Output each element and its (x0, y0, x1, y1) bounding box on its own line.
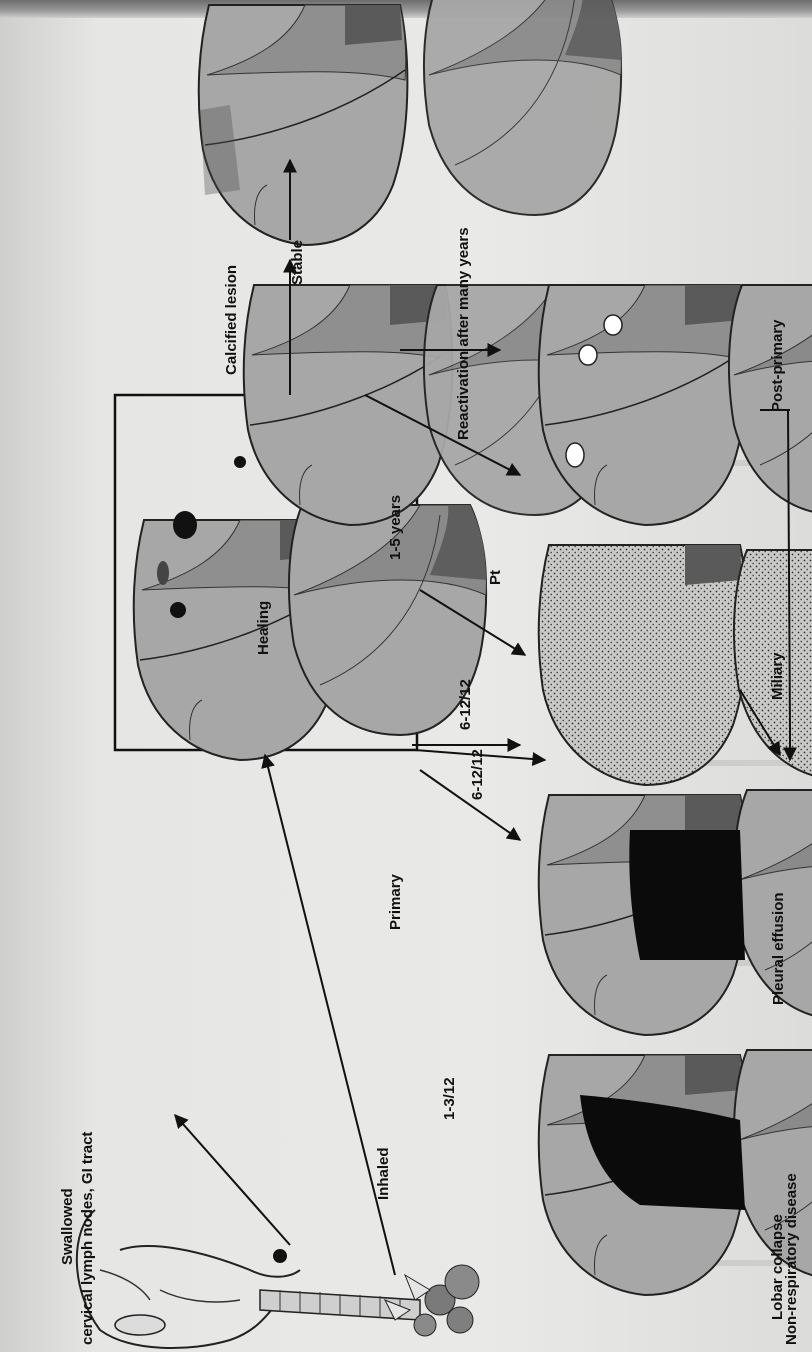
stable-lungs (199, 0, 622, 245)
swallowed-label: Swallowed (59, 1188, 76, 1265)
post-primary-label: Post-primary (769, 319, 786, 412)
calcified-lesion-label: Calcified lesion (223, 265, 240, 375)
six-twelve-b-label: 6-12/12 (469, 749, 486, 800)
cervical-lymph-node (273, 1249, 287, 1263)
inhaled-label: Inhaled (375, 1147, 392, 1200)
pt-label: Pt (487, 570, 504, 585)
healing-label: Healing (255, 601, 272, 655)
reactivation-label: Reactivation after many years (455, 227, 472, 440)
swallowed-detail-label: cervical lymph nodes, GI tract (79, 1132, 96, 1345)
stable-label: Stable (289, 240, 306, 285)
one-three-label: 1-3/12 (441, 1077, 458, 1120)
six-twelve-a-label: 6-12/12 (457, 679, 474, 730)
lobar-collapse-label: Lobar collapse (769, 1214, 786, 1320)
miliary-label: Miliary (769, 652, 786, 700)
swallowed-arrow (175, 1115, 290, 1245)
primary-label: Primary (387, 873, 404, 930)
primary-lungs (134, 505, 487, 760)
one-five-years-label: 1-5 years (387, 495, 404, 560)
pleural-effusion-label: Pleural effusion (770, 892, 787, 1005)
